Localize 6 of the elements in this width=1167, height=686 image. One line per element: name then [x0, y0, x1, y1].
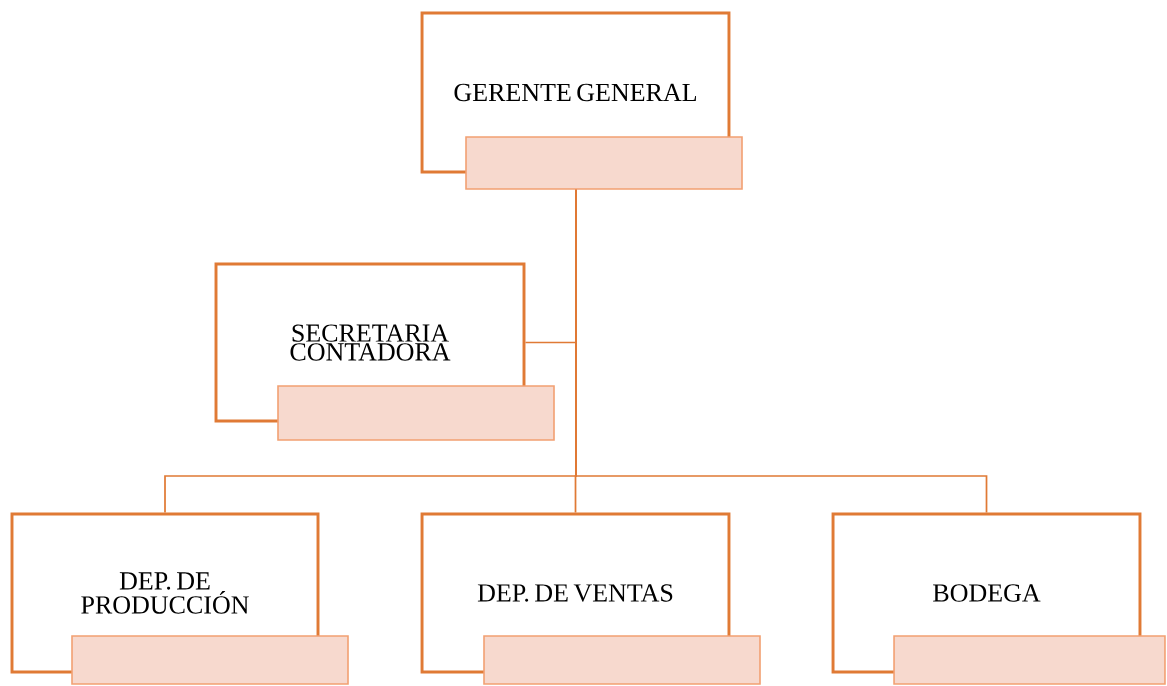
empty-box: [483, 635, 761, 685]
empty-box: [465, 136, 743, 190]
empty-box: [277, 385, 555, 441]
empty-box: [71, 635, 349, 685]
connector-line: [575, 188, 988, 514]
empty-box: [893, 635, 1166, 685]
